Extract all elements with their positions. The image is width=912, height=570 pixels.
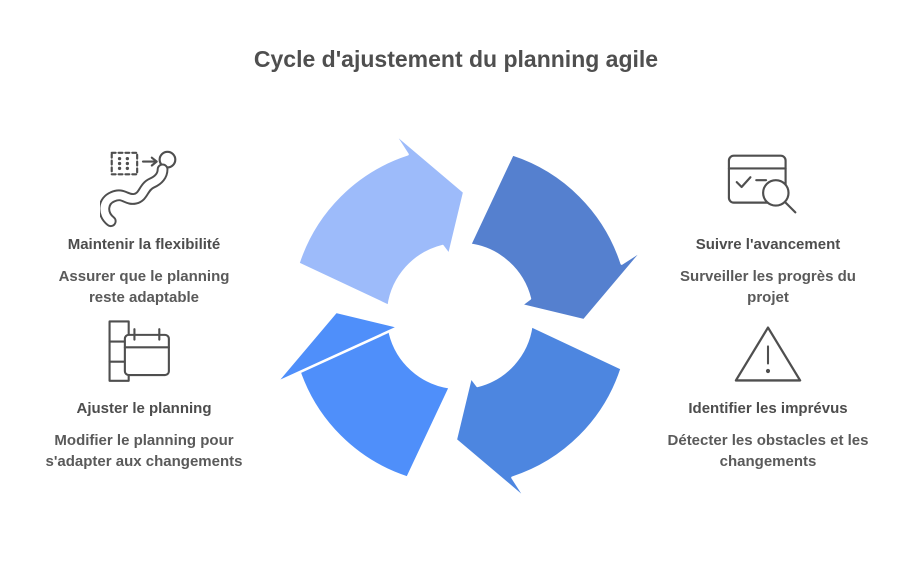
page-title: Cycle d'ajustement du planning agile <box>253 46 659 72</box>
step-maintenir-flexibilite: Maintenir la flexibilité Assurer que le … <box>30 146 258 308</box>
step-description: Détecter les obstacles et les changement… <box>667 432 869 470</box>
step-heading: Suivre l'avancement <box>695 236 841 253</box>
cycle-diagram <box>274 130 646 502</box>
progress-search-icon <box>725 146 811 228</box>
step-identifier-imprevus: Identifier les imprévus Détecter les obs… <box>654 316 882 472</box>
step-suivre-avancement: Suivre l'avancement Surveiller les progr… <box>654 146 882 308</box>
cycle-arrow-se <box>454 324 623 502</box>
calendar-adjust-icon <box>100 316 188 392</box>
step-ajuster-planning: Ajuster le planning Modifier le planning… <box>30 316 258 472</box>
warning-triangle-icon <box>728 316 808 392</box>
step-heading: Maintenir la flexibilité <box>67 236 221 253</box>
step-description: Modifier le planning pour s'adapter aux … <box>45 432 243 470</box>
step-description: Surveiller les progrès du projet <box>680 268 856 306</box>
step-heading: Identifier les imprévus <box>688 400 848 417</box>
cycle-arrow-nw <box>297 130 466 308</box>
step-description: Assurer que le planning reste adaptable <box>58 268 230 306</box>
cycle-arrow-ne <box>468 153 646 322</box>
cycle-arrow-sw-head <box>274 310 401 385</box>
flexibility-icon <box>100 146 188 228</box>
step-heading: Ajuster le planning <box>76 400 212 417</box>
